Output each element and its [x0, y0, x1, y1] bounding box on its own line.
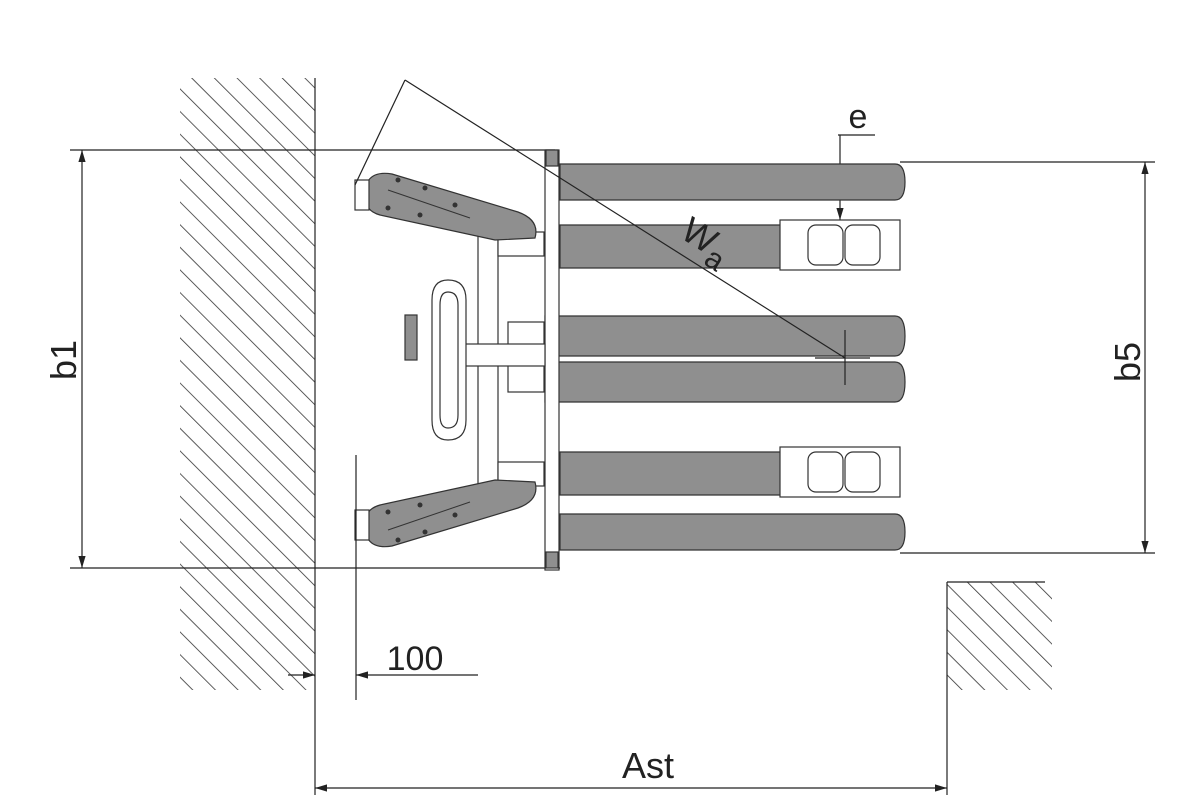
ast-dimension: Ast [314, 690, 947, 795]
outer-fork-top [559, 163, 906, 201]
b5-label: b5 [1107, 342, 1148, 382]
outer-fork-bottom [559, 513, 906, 551]
support-arm-bottom [559, 451, 801, 496]
tiller-handle [404, 279, 467, 441]
right-wall [946, 581, 1052, 795]
side-plate-bottom [354, 479, 537, 548]
left-wall [180, 78, 316, 690]
load-wheel-top [779, 219, 901, 271]
b5-dimension: b5 [900, 161, 1155, 554]
inner-fork-lower [544, 361, 906, 403]
load-wheel-bottom [779, 446, 901, 498]
mast [544, 149, 560, 571]
b1-dimension: b1 [43, 149, 560, 569]
inner-fork-upper [544, 315, 906, 357]
e-label: e [849, 98, 868, 136]
ast-label: Ast [622, 745, 674, 786]
side-plate-top [354, 172, 537, 241]
b1-label: b1 [43, 340, 84, 380]
e-dimension: e [836, 98, 875, 220]
clearance-label: 100 [387, 640, 444, 678]
fork-tines [544, 163, 906, 551]
clearance-dimension: 100 [288, 455, 478, 700]
